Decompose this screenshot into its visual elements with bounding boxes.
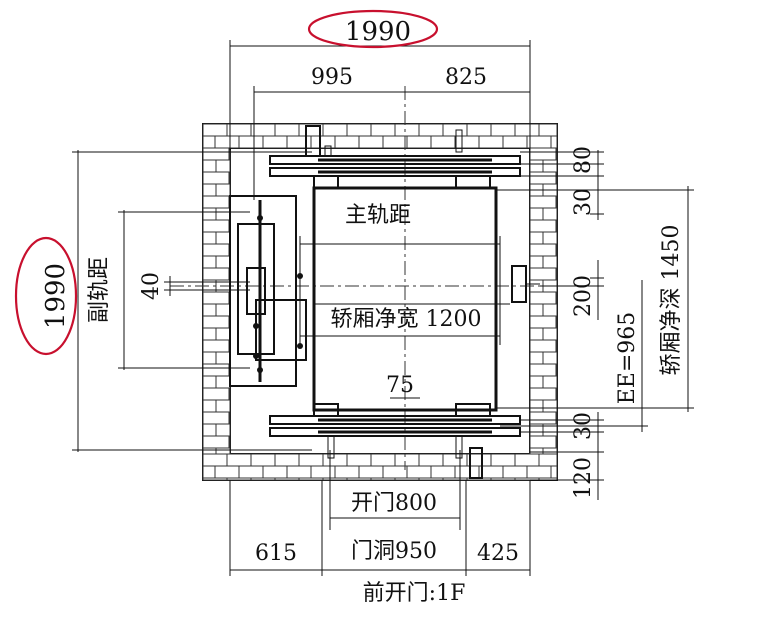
top-left-dim: 995 xyxy=(311,65,353,90)
right-buffer xyxy=(511,265,540,303)
bottom-right-dim: 425 xyxy=(477,541,519,566)
car-outline xyxy=(312,186,498,412)
shaft-walls xyxy=(202,123,558,481)
highlight-ring-left xyxy=(14,236,78,356)
main-rail-top xyxy=(269,125,521,189)
secondary-rail-label: 副轨距 xyxy=(87,257,112,323)
bottom-left-dim: 615 xyxy=(255,541,297,566)
right-120-dim: 120 xyxy=(571,457,596,499)
right-200-dim: 200 xyxy=(571,275,596,317)
main-rail-label: 主轨距 xyxy=(345,203,411,228)
right-30-top-dim: 30 xyxy=(571,188,596,216)
top-right-dim: 825 xyxy=(445,65,487,90)
center-75-dim: 75 xyxy=(386,373,414,398)
left-total-dim: 1990 xyxy=(41,263,71,329)
front-door-label: 前开门:1F xyxy=(363,581,466,606)
right-80-dim: 80 xyxy=(571,146,596,174)
brick-pattern xyxy=(202,123,558,481)
left-small-dim: 40 xyxy=(139,272,164,300)
right-ee-dim: EE=965 xyxy=(615,312,640,405)
top-total-dim: 1990 xyxy=(345,17,411,47)
dimension-lines xyxy=(72,40,694,576)
counterweight xyxy=(229,195,307,387)
car-width-label: 轿厢净宽 1200 xyxy=(331,307,482,332)
right-30-bottom-dim: 30 xyxy=(571,412,596,440)
car-cabin xyxy=(299,186,510,412)
door-hole-dim: 门洞950 xyxy=(351,539,437,564)
door-open-dim: 开门800 xyxy=(351,491,437,516)
car-depth-label: 轿厢净深 1450 xyxy=(659,225,684,376)
highlight-ring-top xyxy=(307,9,439,49)
